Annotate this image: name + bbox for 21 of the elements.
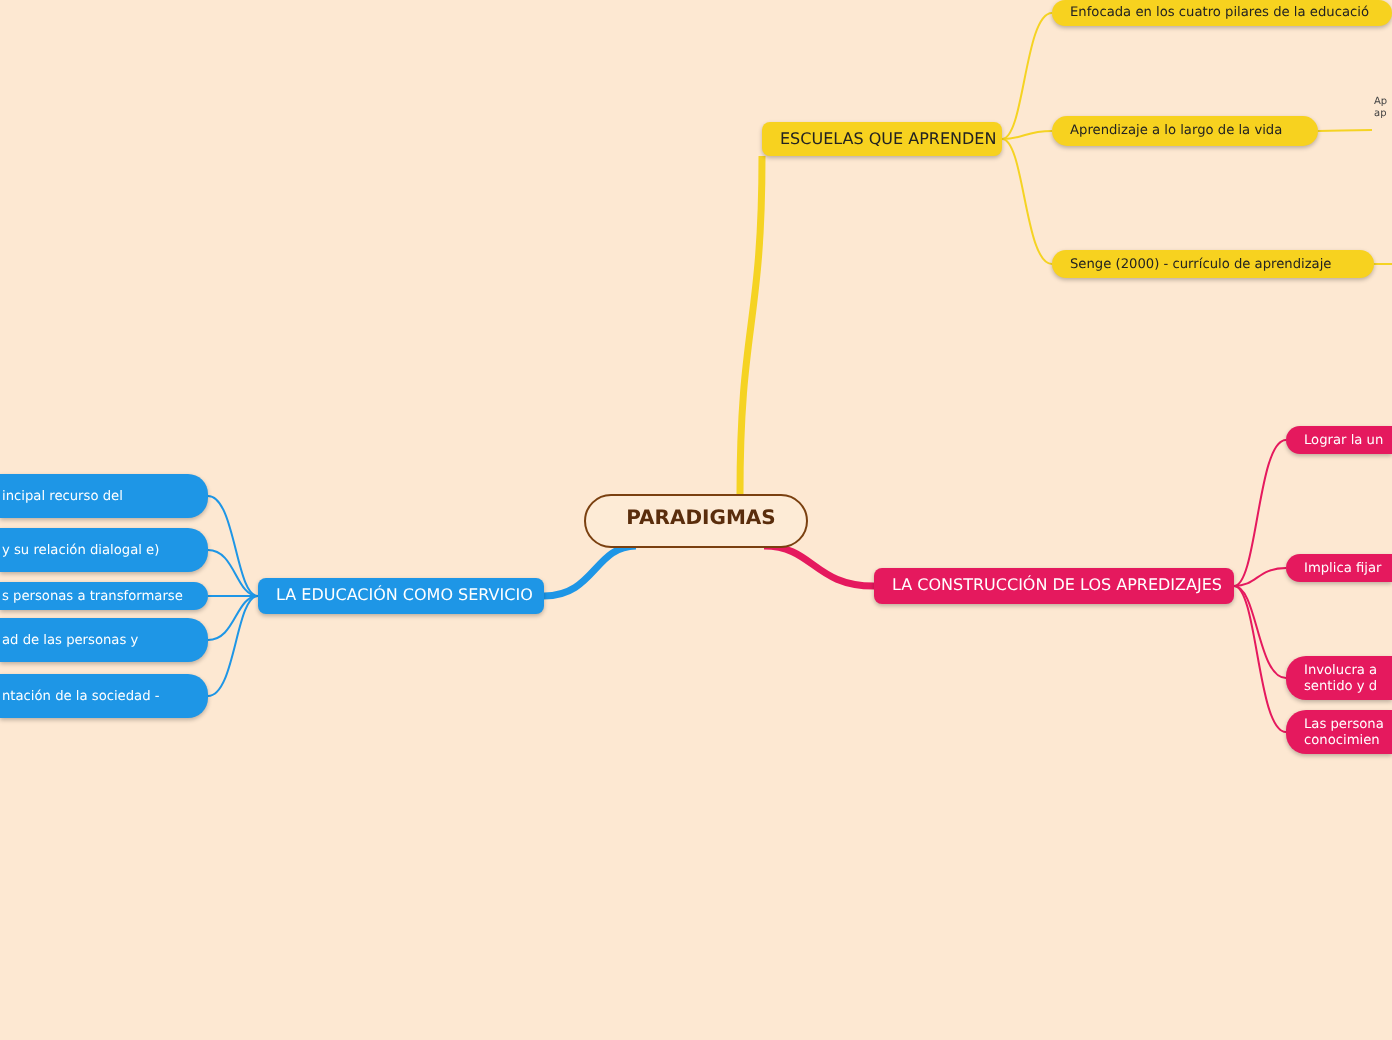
connector-line [763, 542, 875, 590]
connector-line [1233, 567, 1287, 587]
topic-box: LA CONSTRUCCIÓN DE LOS APREDIZAJES [874, 568, 1234, 604]
connector-line [207, 595, 259, 641]
connector-line [207, 495, 259, 597]
connector-line [1233, 585, 1287, 733]
topic-box: LA EDUCACIÓN COMO SERVICIO [258, 578, 544, 614]
central-topic: PARADIGMAS [584, 494, 808, 548]
connector-line [736, 155, 766, 495]
connector-line [1317, 129, 1373, 132]
topic-box: ESCUELAS QUE APRENDEN [762, 122, 1002, 156]
connector-line [207, 595, 259, 697]
connector-line [207, 595, 259, 597]
connector-line [1001, 130, 1053, 140]
connector-line [1233, 585, 1287, 679]
connector-line [1233, 439, 1287, 587]
connector-line [1373, 263, 1392, 265]
connector-line [207, 549, 259, 597]
connector-line [1001, 138, 1053, 265]
connector-line [543, 542, 637, 600]
connector-line [1001, 12, 1053, 140]
